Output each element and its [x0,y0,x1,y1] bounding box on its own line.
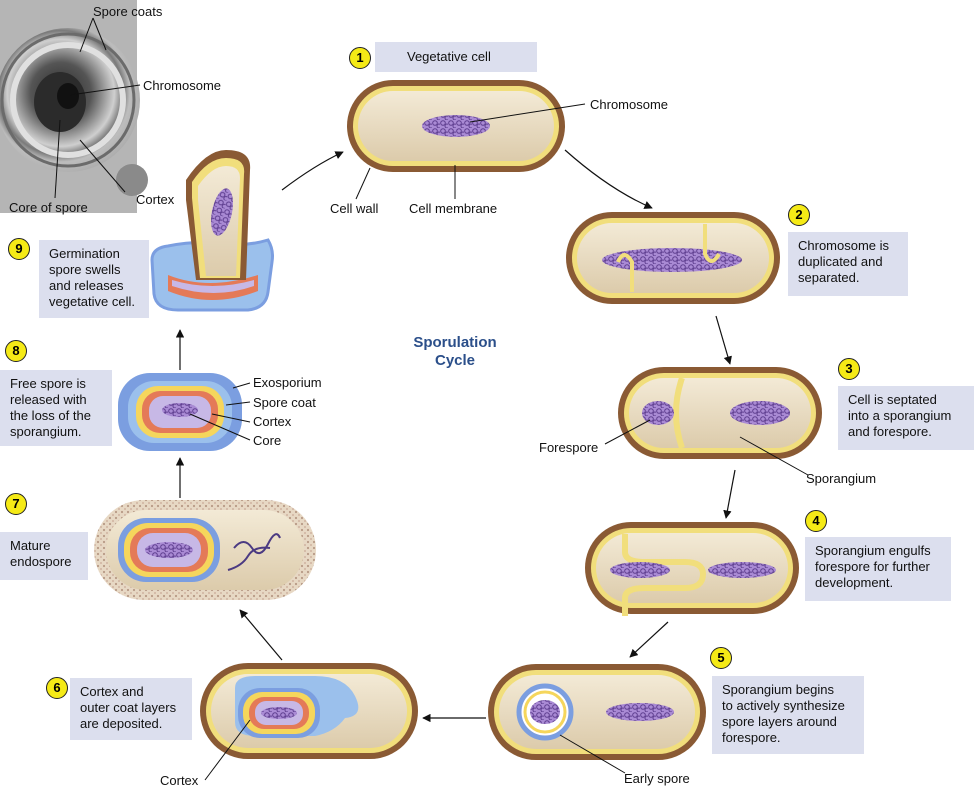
mature-endospore-cell [94,500,316,600]
step-5-text: Sporangium begins to actively synthesize… [712,676,864,754]
duplicating-cell [566,212,780,304]
cycle-arrows [175,149,736,723]
label-exosporium: Exosporium [253,375,322,390]
label-micro-cortex: Cortex [136,192,175,207]
step-8-text: Free spore is released with the loss of … [0,370,112,446]
step-7-number: 7 [5,493,27,515]
label-micro-chromosome: Chromosome [143,78,222,93]
vegetative-cell [347,80,565,172]
step-4-number: 4 [805,510,827,532]
cycle-title: Sporulation Cycle [413,334,497,369]
label-cell-wall: Cell wall [330,201,379,216]
engulfing-cell [585,522,799,616]
spore-micrograph [0,0,148,213]
label-spore-coats: Spore coats [93,4,163,19]
step-6-number: 6 [46,677,68,699]
label-forespore: Forespore [539,440,599,455]
step-3-text: Cell is septated into a sporangium and f… [838,386,974,450]
step-9-number: 9 [8,238,30,260]
step-7-text: Mature endospore [0,532,88,580]
germinating-cell [150,150,274,312]
micrograph-leaders [54,17,141,199]
step-5-number: 5 [710,647,732,669]
early-spore-cell [488,664,706,760]
cell3-leaders [604,419,809,476]
label-cell-membrane: Cell membrane [409,201,498,216]
label-early-spore: Early spore [624,771,690,786]
label-cortex: Cortex [253,414,292,429]
step-1-text: Vegetative cell [375,42,537,72]
label-core: Core [253,433,282,448]
step-9-text: Germination spore swells and releases ve… [39,240,149,318]
cell5-leaders [559,734,626,774]
cell6-leaders [204,719,251,781]
label-spore-coat: Spore coat [253,395,316,410]
cortex-cell [200,663,418,759]
label-chromosome: Chromosome [590,97,669,112]
step-2-text: Chromosome is duplicated and separated. [788,232,908,296]
step-1-number: 1 [349,47,371,69]
septated-cell [618,367,822,459]
step-8-number: 8 [5,340,27,362]
label-sporangium: Sporangium [806,471,877,486]
label-core-of-spore: Core of spore [9,200,88,215]
label-cortex-step6: Cortex [160,773,199,788]
step-6-text: Cortex and outer coat layers are deposit… [70,678,192,740]
step-3-number: 3 [838,358,860,380]
cell1-leaders [355,103,586,200]
cell8-leaders [189,382,251,441]
step-4-text: Sporangium engulfs forespore for further… [805,537,951,601]
step-2-number: 2 [788,204,810,226]
free-spore [118,373,242,451]
